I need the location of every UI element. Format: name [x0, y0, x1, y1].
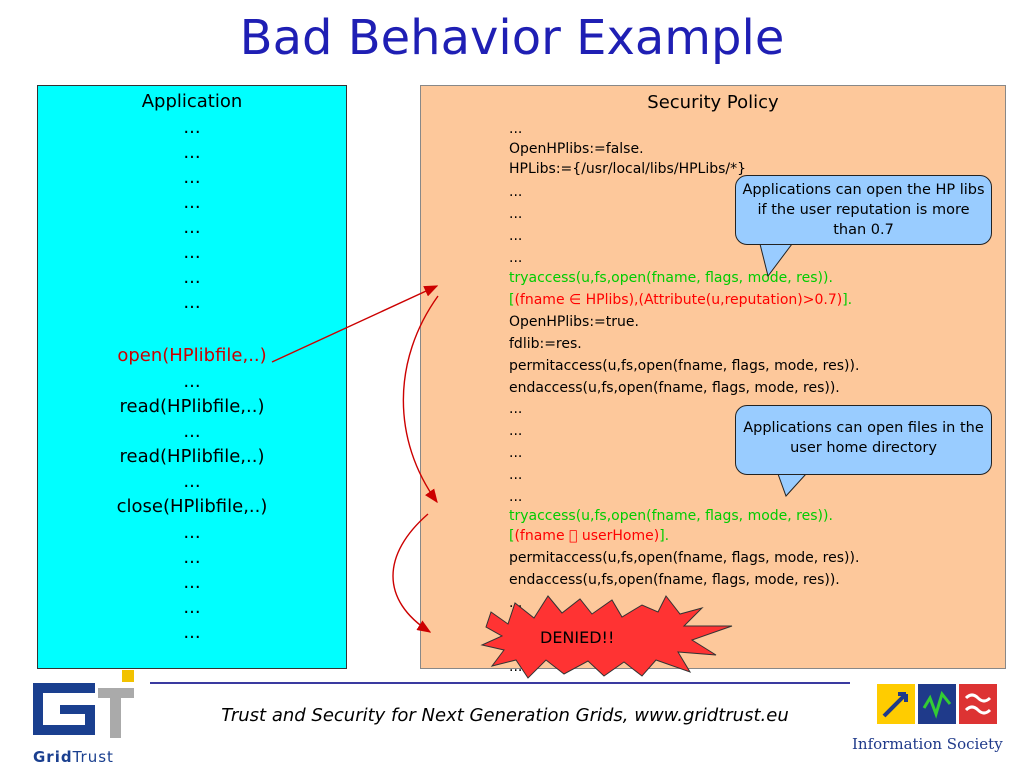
- app-line: ...: [183, 267, 201, 288]
- app-line: ...: [183, 192, 201, 213]
- policy-line: ...: [509, 228, 523, 244]
- app-line: ...: [183, 217, 201, 238]
- app-line: ...: [183, 547, 201, 568]
- policy-line: ...: [509, 423, 523, 439]
- policy-line: ...: [509, 489, 523, 505]
- policy-tryaccess-line: tryaccess(u,fs,open(fname, flags, mode, …: [509, 270, 833, 286]
- condition-open-bracket: [: [509, 528, 515, 544]
- callout-home-dir: Applications can open files in the user …: [735, 405, 992, 475]
- policy-condition-line: [(fname  userHome)].: [509, 527, 669, 545]
- gridtrust-g-shape: [33, 683, 95, 693]
- policy-line: ...: [509, 121, 523, 137]
- app-line: ...: [183, 142, 201, 163]
- logo-trust-text: Trust: [72, 748, 114, 766]
- app-line: ...: [183, 572, 201, 593]
- callout-tail: [777, 473, 808, 497]
- policy-line: OpenHPlibs:=false.: [509, 141, 644, 157]
- app-line: ...: [183, 117, 201, 138]
- logo-grid-text: Grid: [33, 748, 73, 766]
- condition-fname-userhome: (fname  userHome): [514, 528, 659, 544]
- slide-title: Bad Behavior Example: [239, 10, 785, 66]
- jump-arrow-1: [402, 295, 439, 504]
- app-line: ...: [183, 597, 201, 618]
- application-heading: Application: [141, 91, 243, 112]
- gridtrust-logo-text: GridTrust: [33, 748, 114, 766]
- policy-line: ...: [509, 467, 523, 483]
- condition-close-bracket: ].: [659, 528, 669, 544]
- app-line: ...: [183, 292, 201, 313]
- denied-label: DENIED!!: [540, 628, 615, 647]
- footer-text: Trust and Security for Next Generation G…: [221, 705, 789, 726]
- policy-line: ...: [509, 206, 523, 222]
- policy-line: permitaccess(u,fs,open(fname, flags, mod…: [509, 550, 860, 566]
- condition-reputation: (Attribute(u,reputation)>0.7): [638, 292, 843, 308]
- footer-divider: [150, 682, 850, 684]
- policy-line: ...: [509, 250, 523, 266]
- policy-line: fdlib:=res.: [509, 336, 582, 352]
- condition-open-bracket: [: [509, 292, 515, 308]
- policy-line: endaccess(u,fs,open(fname, flags, mode, …: [509, 572, 840, 588]
- app-line: ...: [183, 421, 201, 442]
- app-line: ...: [183, 622, 201, 643]
- policy-line: ...: [509, 445, 523, 461]
- infosociety-approx-icon: [959, 684, 997, 724]
- application-panel: Application ... ... ... ... ... ... ... …: [37, 85, 347, 669]
- app-line-close: close(HPlibfile,..): [116, 496, 268, 517]
- callout-hp-libs: Applications can open the HP libs if the…: [735, 175, 992, 245]
- policy-line: permitaccess(u,fs,open(fname, flags, mod…: [509, 358, 860, 374]
- policy-condition-line: [(fname ∈ HPlibs),(Attribute(u,reputatio…: [509, 291, 852, 309]
- callout-tail: [759, 243, 793, 278]
- app-line: ...: [183, 522, 201, 543]
- app-line: ...: [183, 471, 201, 492]
- security-policy-heading: Security Policy: [647, 92, 779, 113]
- condition-fname-in-hplibs: (fname ∈ HPlibs),: [514, 292, 639, 308]
- open-call-arrow: [271, 285, 439, 363]
- condition-close-bracket: ].: [842, 292, 853, 308]
- app-line-read: read(HPlibfile,..): [119, 396, 265, 417]
- app-line: ...: [183, 371, 201, 392]
- app-line: ...: [183, 242, 201, 263]
- infosociety-wave-icon: [918, 684, 956, 724]
- information-society-logo-text: Information Society: [852, 735, 1003, 753]
- app-line-read: read(HPlibfile,..): [119, 446, 265, 467]
- app-line-open: open(HPlibfile,..): [117, 345, 267, 366]
- policy-line: HPLibs:={/usr/local/libs/HPLibs/*}: [509, 161, 747, 177]
- policy-tryaccess-line: tryaccess(u,fs,open(fname, flags, mode, …: [509, 508, 833, 524]
- app-line: ...: [183, 167, 201, 188]
- policy-line: endaccess(u,fs,open(fname, flags, mode, …: [509, 380, 840, 396]
- denied-explosion-shape: [480, 595, 733, 679]
- policy-line: ...: [509, 401, 523, 417]
- jump-arrow-2: [392, 513, 432, 633]
- policy-line: OpenHPlibs:=true.: [509, 314, 639, 330]
- policy-line: ...: [509, 184, 523, 200]
